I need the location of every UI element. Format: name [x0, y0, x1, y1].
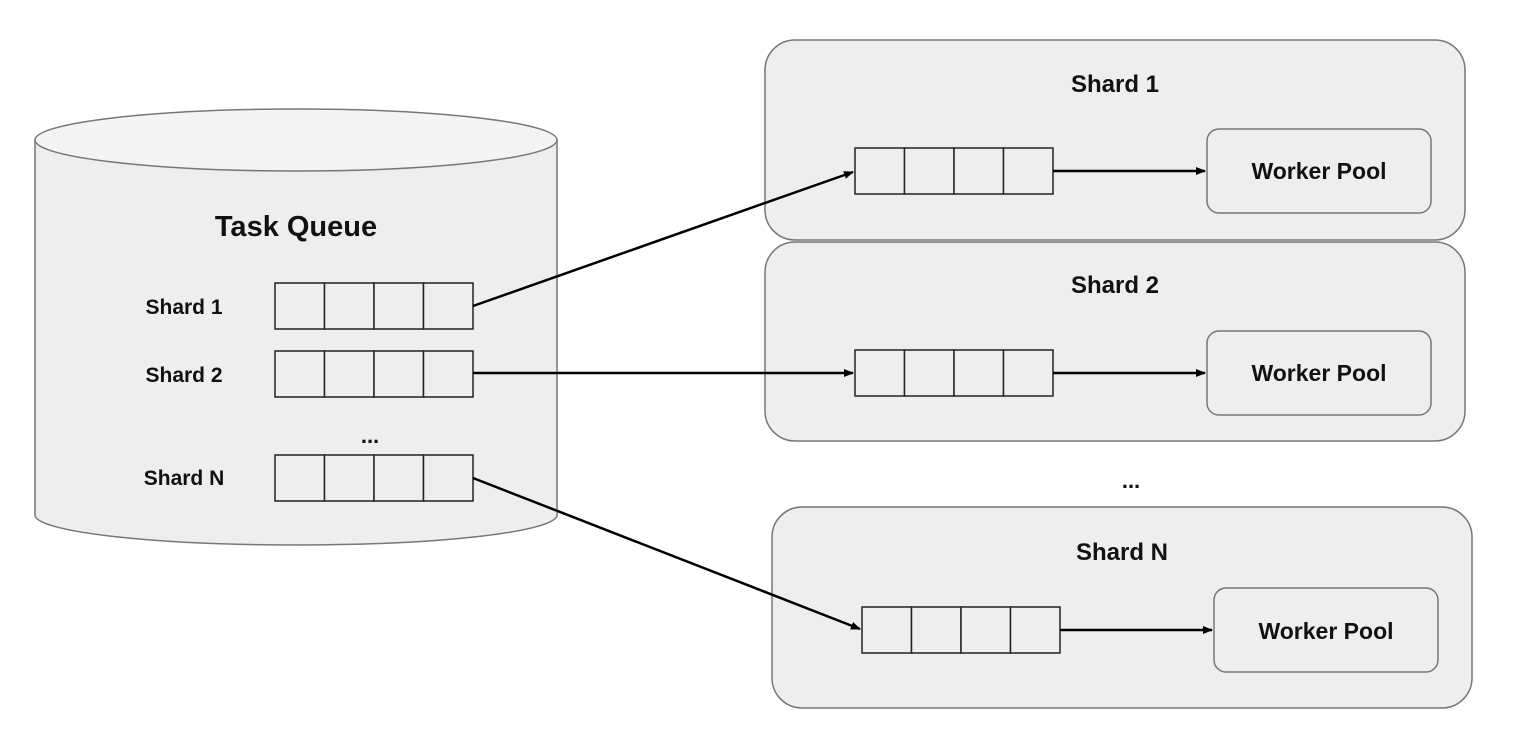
queue-slot	[960, 606, 1012, 654]
queue-slot	[1002, 349, 1054, 397]
cylinder-top	[34, 108, 558, 172]
queue-slot	[910, 606, 962, 654]
queue-slot	[953, 349, 1005, 397]
worker-pool-n	[1213, 587, 1439, 673]
queue-slot	[854, 349, 906, 397]
shard-group-1: Shard 1 Worker Pool	[764, 39, 1466, 241]
shard-group-2: Shard 2 Worker Pool	[764, 241, 1466, 442]
shard-groups-ellipsis: ...	[1122, 468, 1140, 493]
queue-slot	[903, 349, 955, 397]
tq-queue-3	[274, 454, 474, 502]
task-queue-cylinder: Task Queue Shard 1 Shard 2 ... Shard N	[34, 108, 558, 546]
group-queue-3	[861, 606, 1061, 654]
queue-slot	[323, 282, 375, 330]
queue-slot	[323, 350, 375, 398]
worker-pool-2-label: Worker Pool	[1251, 360, 1386, 386]
task-queue-title: Task Queue	[215, 211, 377, 243]
queue-slot	[274, 282, 326, 330]
queue-slot	[854, 147, 906, 195]
worker-pool-2	[1206, 330, 1432, 416]
shard-group-n: Shard N Worker Pool	[771, 506, 1473, 709]
arrows	[472, 167, 1213, 634]
queue-slot	[373, 282, 425, 330]
queue-slot	[323, 454, 375, 502]
arrow-tq-shard-1-to-group-1	[472, 170, 854, 308]
queue-slot	[373, 454, 425, 502]
tq-shard-1-label: Shard 1	[145, 296, 222, 319]
queue-slot	[274, 454, 326, 502]
cylinder-body	[34, 140, 558, 546]
queue-slot	[373, 350, 425, 398]
shard-group-1-title: Shard 1	[1071, 71, 1159, 98]
tq-shard-2-label: Shard 2	[145, 364, 222, 387]
queue-slot	[274, 350, 326, 398]
queue-slot	[953, 147, 1005, 195]
queue-slot	[861, 606, 913, 654]
queue-slot	[903, 147, 955, 195]
tq-shard-n-label: Shard N	[144, 467, 225, 490]
worker-pool-1-label: Worker Pool	[1251, 158, 1386, 184]
worker-pool-1	[1206, 128, 1432, 214]
queue-slot	[1009, 606, 1061, 654]
arrow-tq-shard-n-to-group-n	[472, 476, 861, 631]
group-queue-1	[854, 147, 1054, 195]
shard-group-n-title: Shard N	[1076, 539, 1168, 566]
queue-slot	[1002, 147, 1054, 195]
tq-ellipsis: ...	[361, 423, 379, 448]
queue-slot	[422, 282, 474, 330]
queue-slot	[422, 454, 474, 502]
tq-queue-1	[274, 282, 474, 330]
tq-queue-2	[274, 350, 474, 398]
worker-pool-n-label: Worker Pool	[1258, 618, 1393, 644]
queue-slot	[422, 350, 474, 398]
shard-group-2-title: Shard 2	[1071, 272, 1159, 299]
group-queue-2	[854, 349, 1054, 397]
